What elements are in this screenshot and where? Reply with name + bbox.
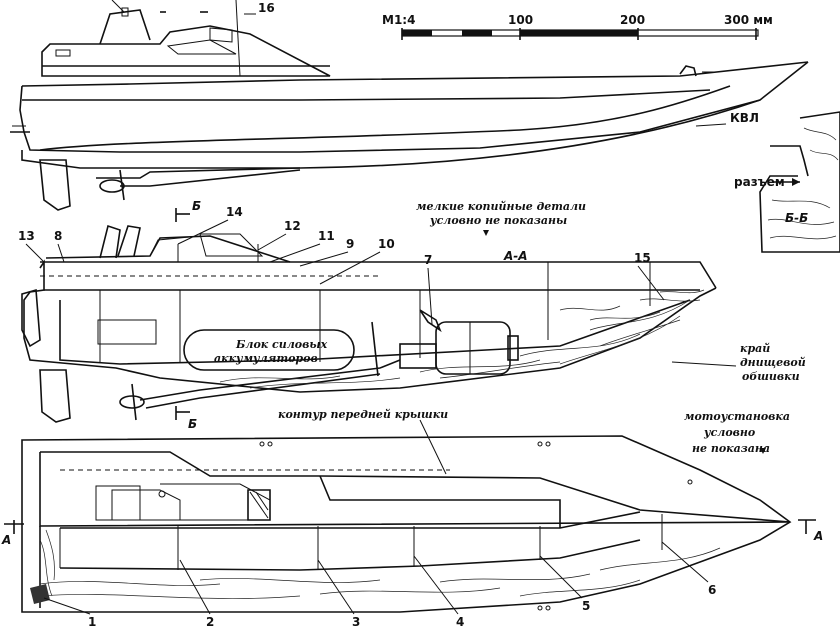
front-cover-note: контур передней крышки	[278, 408, 448, 421]
battery-pack	[183, 329, 355, 371]
callout-2: 2	[206, 615, 214, 629]
callout-5: 5	[582, 599, 590, 613]
callout-8: 8	[54, 229, 62, 243]
small-details-note-line1: мелкие копийные детали	[416, 200, 586, 213]
callout-10: 10	[378, 237, 395, 251]
scale-tick-100: 100	[508, 13, 533, 27]
section-b-lower: Б	[188, 417, 197, 431]
scale-tick-200: 200	[620, 13, 645, 27]
callout-6: 6	[708, 583, 716, 597]
battery-note-line1: Блок силовых	[235, 338, 328, 351]
scale-label: М1:4	[382, 13, 415, 27]
callout-3: 3	[352, 615, 360, 629]
callout-7: 7	[424, 253, 432, 267]
scale-bar: М1:4 100 200 300 мм	[382, 13, 773, 40]
scale-tick-300: 300 мм	[724, 13, 773, 27]
bottom-edge-note-line3: обшивки	[742, 370, 800, 383]
motor-note-line2: условно	[703, 426, 755, 439]
motor-note-line1: мотоустановка	[684, 410, 790, 423]
section-bb-label: Б-Б	[785, 211, 808, 225]
waterline-label: КВЛ	[730, 111, 759, 125]
callout-4: 4	[456, 615, 464, 629]
section-b-upper: Б	[192, 199, 201, 213]
small-details-note-line2: условно не показаны	[429, 214, 567, 227]
section-a-right: А	[813, 529, 823, 543]
section-bb: разъем Б-Б	[734, 111, 840, 253]
battery-note-line2: аккумуляторов	[214, 352, 318, 365]
callout-15: 15	[634, 251, 651, 265]
callout-9: 9	[346, 237, 354, 251]
bottom-edge-note-line2: днищевой	[740, 356, 806, 369]
callout-11: 11	[318, 229, 335, 243]
plan-view: А А контур передней крышки мотоустановка…	[1, 408, 823, 629]
section-aa-view: Блок силовых аккумуляторов Б Б А-А мелки…	[18, 199, 806, 431]
section-a-left: А	[1, 533, 11, 547]
callout-1: 1	[88, 615, 96, 629]
callout-12: 12	[284, 219, 301, 233]
joint-note: разъем	[734, 175, 785, 189]
callout-14: 14	[226, 205, 243, 219]
side-view: КВЛ 16	[10, 0, 809, 211]
bottom-edge-note-line1: край	[740, 342, 770, 355]
motor-note-line3: не показана	[692, 442, 770, 455]
callout-13: 13	[18, 229, 35, 243]
callout-16: 16	[258, 1, 275, 15]
section-aa-label: А-А	[503, 249, 528, 263]
